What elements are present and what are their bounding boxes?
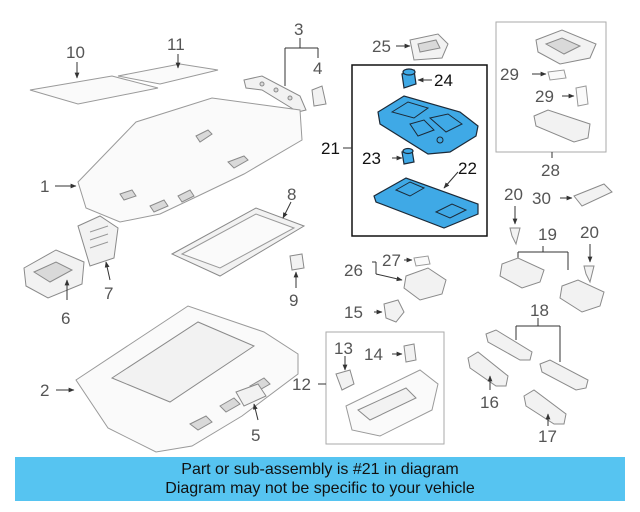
- label-9: 9: [289, 291, 298, 310]
- part-19-bracket-b[interactable]: [559, 279, 605, 313]
- part-30-lamp[interactable]: [573, 183, 613, 207]
- label-18: 18: [530, 301, 549, 320]
- part-6-bracket[interactable]: [23, 249, 85, 299]
- label-23: 23: [362, 149, 381, 168]
- label-22: 22: [458, 159, 477, 178]
- label-14: 14: [364, 345, 383, 364]
- part-16-handle[interactable]: [467, 351, 509, 387]
- part-7-bracket[interactable]: [77, 215, 119, 267]
- label-24: 24: [434, 71, 453, 90]
- label-11: 11: [167, 35, 185, 54]
- part-27-bulb[interactable]: [413, 255, 431, 267]
- parts-diagram: 10 11 3 4 1 8 9: [23, 20, 613, 453]
- part-3-trim-strip[interactable]: [243, 75, 307, 113]
- label-26: 26: [344, 261, 363, 280]
- part-9-clip[interactable]: [289, 253, 305, 271]
- group-28-box: [495, 21, 607, 153]
- part-11-panel[interactable]: [117, 63, 219, 85]
- part-15-clip[interactable]: [383, 299, 405, 323]
- part-23-bulb[interactable]: [401, 147, 415, 165]
- part-18-handle-b[interactable]: [539, 359, 589, 391]
- banner-line-2: Diagram may not be specific to your vehi…: [165, 480, 475, 497]
- label-15: 15: [344, 303, 363, 322]
- part-28-lamp-top[interactable]: [535, 29, 597, 65]
- part-21-upper-housing[interactable]: [377, 95, 479, 155]
- label-25: 25: [372, 37, 391, 56]
- label-5: 5: [251, 426, 260, 445]
- label-16: 16: [480, 393, 499, 412]
- label-30: 30: [532, 189, 551, 208]
- part-19-bracket-a[interactable]: [499, 257, 545, 289]
- part-26-lamp[interactable]: [403, 267, 447, 301]
- group-12-box: [325, 331, 445, 445]
- label-13: 13: [334, 339, 353, 358]
- info-banner: Part or sub-assembly is #21 in diagram D…: [15, 457, 625, 501]
- label-4: 4: [313, 59, 322, 78]
- assembly-21-box: [351, 64, 488, 237]
- label-20-a: 20: [504, 185, 523, 204]
- label-2: 2: [40, 381, 49, 400]
- part-1-headliner[interactable]: [77, 97, 303, 223]
- label-10: 10: [66, 43, 85, 62]
- label-29-b: 29: [535, 87, 554, 106]
- label-21: 21: [321, 139, 340, 158]
- label-20-b: 20: [580, 223, 599, 242]
- part-10-panel[interactable]: [29, 75, 159, 105]
- part-25-connector[interactable]: [409, 33, 449, 61]
- part-2-headliner[interactable]: [75, 305, 299, 453]
- part-4-clip[interactable]: [311, 85, 327, 107]
- label-6: 6: [61, 309, 70, 328]
- label-1: 1: [40, 177, 49, 196]
- label-27: 27: [382, 251, 401, 270]
- label-28: 28: [541, 161, 560, 180]
- part-18-handle-a[interactable]: [485, 329, 533, 361]
- part-8-panel[interactable]: [170, 207, 306, 277]
- part-17-handle[interactable]: [523, 389, 567, 425]
- part-20-screw-b[interactable]: [583, 265, 595, 284]
- label-29-a: 29: [500, 65, 519, 84]
- part-28-lamp-bottom[interactable]: [533, 109, 591, 143]
- label-7: 7: [104, 284, 113, 303]
- part-12-sunvisor[interactable]: [345, 369, 439, 437]
- label-12: 12: [292, 375, 311, 394]
- part-14-cap[interactable]: [403, 343, 417, 363]
- label-3: 3: [294, 20, 303, 39]
- label-8: 8: [287, 185, 296, 204]
- label-17: 17: [538, 427, 557, 446]
- label-19: 19: [538, 225, 557, 244]
- banner-line-1: Part or sub-assembly is #21 in diagram: [181, 461, 459, 478]
- part-24-bulb[interactable]: [401, 68, 417, 89]
- part-5-module[interactable]: [235, 383, 267, 407]
- part-13-clip[interactable]: [335, 369, 355, 391]
- part-22-cover[interactable]: [373, 177, 479, 229]
- part-29-bulb-a[interactable]: [547, 69, 567, 81]
- part-29-bulb-b[interactable]: [575, 85, 589, 107]
- part-20-screw-a[interactable]: [509, 227, 521, 246]
